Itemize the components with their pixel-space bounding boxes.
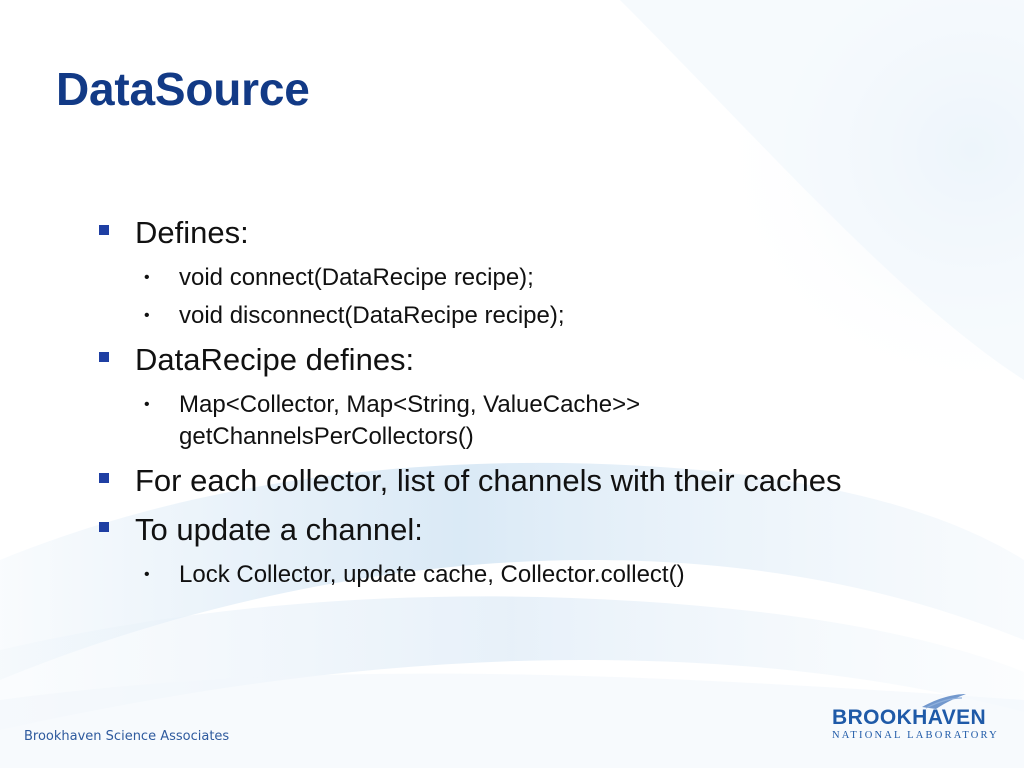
square-bullet-icon: [99, 225, 109, 235]
bullet-each-collector: For each collector, list of channels wit…: [96, 460, 996, 502]
bullet-text: DataRecipe defines:: [135, 342, 415, 377]
footer-organization: Brookhaven Science Associates: [24, 729, 230, 744]
logo-swoosh-icon: [922, 694, 966, 709]
bullet-text: Defines:: [135, 215, 249, 250]
bullet-update-channel: To update a channel:: [96, 509, 996, 551]
sub-bullet-text: void connect(DataRecipe recipe);: [179, 264, 534, 291]
bullet-list: Defines: • void connect(DataRecipe recip…: [96, 212, 996, 591]
dot-bullet-icon: •: [144, 269, 150, 286]
sub-bullet-lock: • Lock Collector, update cache, Collecto…: [96, 559, 996, 591]
sub-bullet-connect: • void connect(DataRecipe recipe);: [96, 262, 996, 294]
bullet-defines: Defines:: [96, 212, 996, 254]
square-bullet-icon: [99, 522, 109, 532]
square-bullet-icon: [99, 352, 109, 362]
sub-bullet-text: Map<Collector, Map<String, ValueCache>>: [179, 391, 641, 418]
sub-bullet-text: void disconnect(DataRecipe recipe);: [179, 302, 565, 329]
brookhaven-logo: BROOKHAVEN NATIONAL LABORATORY: [826, 690, 1006, 746]
sub-bullet-map: • Map<Collector, Map<String, ValueCache>…: [96, 389, 996, 453]
bullet-datarecipe: DataRecipe defines:: [96, 339, 996, 381]
dot-bullet-icon: •: [144, 566, 150, 583]
logo-wordmark: BROOKHAVEN: [832, 706, 987, 729]
logo-subtitle: NATIONAL LABORATORY: [832, 730, 999, 741]
bullet-text: For each collector, list of channels wit…: [135, 463, 842, 498]
dot-bullet-icon: •: [144, 307, 150, 324]
sub-bullet-text: Lock Collector, update cache, Collector.…: [179, 561, 685, 588]
dot-bullet-icon: •: [144, 396, 150, 413]
slide-title: DataSource: [56, 63, 310, 115]
bullet-text: To update a channel:: [135, 512, 423, 547]
sub-bullet-continuation: getChannelsPerCollectors(): [179, 423, 474, 450]
square-bullet-icon: [99, 473, 109, 483]
sub-bullet-disconnect: • void disconnect(DataRecipe recipe);: [96, 300, 996, 332]
